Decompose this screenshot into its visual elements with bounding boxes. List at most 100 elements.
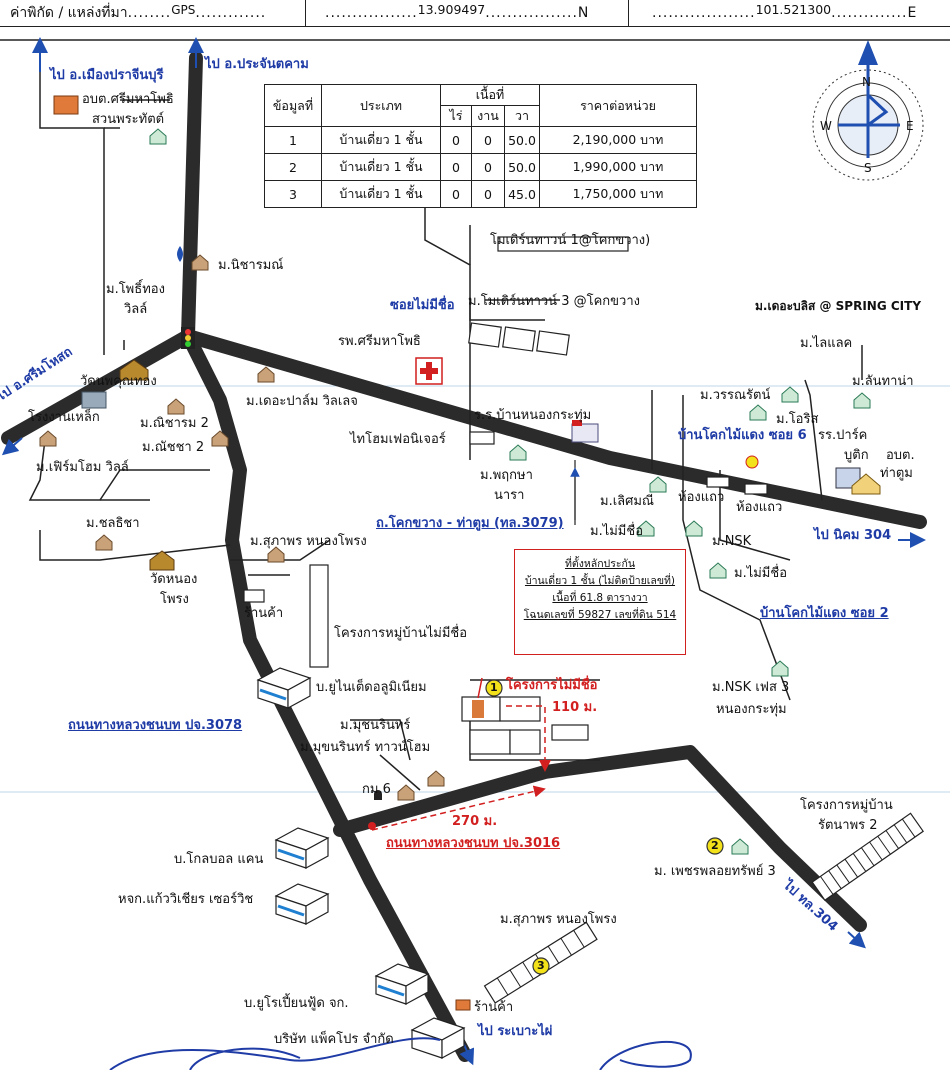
compass-s: S [864, 161, 872, 175]
label-soi2: บ้านโคกไม้แดง ซอย 2 [760, 606, 889, 621]
label-to-prachinburi: ไป อ.เมืองปราจีนบุรี [50, 68, 164, 83]
label-global-can: บ.โกลบอล แคน [174, 852, 264, 867]
fuel-icon [745, 455, 759, 469]
label-nongkrathum: หนองกระทุ่ม [716, 702, 787, 717]
temple-icons [119, 359, 175, 571]
col-header-no: ข้อมูลที่ [264, 84, 322, 127]
collateral-type: บ้านเดี่ยว 1 ชั้น (ไม่ติดป้ายเลขที่) [524, 575, 676, 587]
label-united-aluminium: บ.ยูไนเต็ดอลูมิเนียม [316, 680, 427, 695]
label-shophouse-2: ห้องแถว [736, 500, 783, 515]
col-header-wa: วา [504, 105, 540, 127]
label-sao-srimahaphot: อบต.ศรีมหาโพธิ [82, 92, 174, 107]
rattanaphon-blocks [811, 812, 924, 901]
collateral-plot [472, 700, 484, 718]
compass-e: E [906, 119, 914, 133]
marker-circles [485, 679, 724, 975]
label-shop-1: ร้านค้า [244, 606, 284, 621]
hospital-icon [415, 357, 443, 385]
label-mutchanin-townhome: ม.มุขนรินทร์ ทาวน์โฮม [300, 740, 431, 755]
building-blocks [243, 236, 768, 755]
marker-1: 1 [490, 681, 498, 694]
project-pointer [477, 677, 483, 699]
label-to-rabao: ไป ระเบาะไผ่ [478, 1024, 553, 1039]
label-natcha2: ม.ณัชชา 2 [142, 440, 205, 455]
label-wat-nongphrong-2: โพรง [160, 592, 189, 607]
label-lertsamanee: ม.เลิศมณี [600, 494, 654, 509]
label-phothong-2: วิลล์ [124, 302, 148, 317]
collateral-title: ที่ตั้งหลักประกัน [564, 558, 636, 570]
label-to-nikhom304: ไป นิคม 304 [814, 528, 892, 543]
label-nsk: ม.NSK [712, 534, 752, 549]
label-modern-town3: ม.โมเดิร์นทาวน์ 3 @โคกขวาง [468, 294, 640, 309]
label-unnamed-project-village: โครงการหมู่บ้านไม่มีชื่อ [334, 626, 468, 641]
label-rattanaphon-project-2: รัตนาพร 2 [818, 818, 878, 833]
label-lilac: ม.ไลแลค [800, 336, 853, 351]
col-header-area: เนื้อที่ [440, 84, 540, 106]
distance-lines [371, 705, 551, 831]
collateral-info-box: ที่ตั้งหลักประกัน บ้านเดี่ยว 1 ชั้น (ไม่… [514, 549, 686, 655]
house-icons [39, 254, 445, 801]
signature-scribble [109, 1037, 692, 1070]
col-header-ngan: งาน [471, 105, 505, 127]
label-soi6: บ้านโคกไม้แดง ซอย 6 [678, 428, 807, 443]
label-rural-3016: ถนนทางหลวงชนบท ปจ.3016 [386, 836, 561, 851]
marker-2: 2 [711, 839, 719, 852]
label-oris: ม.โอริส [776, 412, 819, 427]
coordinate-header: ค่าพิกัด / แหล่งที่มา........GPS........… [0, 0, 950, 27]
longitude-value: 101.521300 [755, 2, 832, 17]
compass-n: N [862, 75, 871, 89]
label-modern-town1: โมเดิร์นทาวน์ 1@โคกขวาง) [490, 233, 651, 248]
longitude-dir: E [907, 5, 917, 21]
label-to-prachantakham: ไป อ.ประจันตคาม [205, 57, 309, 72]
factory-icon [81, 391, 107, 409]
label-phruksa: ม.พฤกษา [480, 468, 533, 483]
label-unnamed-project: โครงการไม่มีชื่อ [506, 678, 598, 693]
label-phothong: ม.โพธิ์ทอง [106, 282, 165, 297]
label-the-palm: ม.เดอะปาล์ม วิลเลจ [246, 394, 358, 409]
secondary-roads [28, 60, 863, 791]
label-unnamed-village-1: ม.ไม่มีชื่อ [590, 524, 644, 539]
coordinate-source: GPS [171, 3, 196, 17]
factory-boxes [256, 667, 466, 1060]
table-row: 1 บ้านเดี่ยว 1 ชั้น 0 0 50.0 2,190,000 บ… [264, 126, 697, 154]
label-wat-nongphrong: วัดหนอง [150, 572, 198, 587]
compass-icon [812, 40, 924, 181]
label-khok-khwang-road: ถ.โคกขวาง - ท่าตูม (ทล.3079) [376, 516, 564, 531]
col-header-rai: ไร่ [440, 105, 472, 127]
label-rr-park-2: บูติก [844, 448, 869, 463]
label-shophouse-1: ห้องแถว [678, 490, 725, 505]
label-school: ร.ร.บ้านหนองกระทุ่ม [474, 408, 592, 423]
latitude-dir: N [577, 5, 589, 21]
label-suan-phrathat: สวนพระทัตต์ [92, 112, 165, 127]
label-phetcharaphon: ม. เพชรพลอยทรัพย์ 3 [654, 864, 776, 879]
label-sao-thatum-2: ท่าตูม [880, 466, 913, 481]
label-mutchanin: ม.มุชนรินทร์ [340, 718, 411, 733]
label-sao-thatum: อบต. [886, 448, 915, 463]
compass-w: W [820, 119, 832, 133]
label-rattanaphon-project: โครงการหมู่บ้าน [800, 798, 893, 813]
govt-office-icon [53, 95, 861, 489]
label-wat-pkt: วัดนพคุณทอง [80, 374, 157, 389]
road-3078 [181, 329, 472, 1062]
label-rural-3078: ถนนทางหลวงชนบท ปจ.3078 [68, 718, 243, 733]
label-lantana: ม.ลันทาน่า [852, 374, 914, 389]
milestone-icon [374, 790, 382, 800]
road-north [181, 51, 203, 343]
label-firm-home: ม.เฟิร์มโฮม วิลล์ [36, 460, 129, 475]
col-header-type: ประเภท [321, 84, 441, 127]
label-thai-home: ไทโฮมเฟอนิเจอร์ [350, 432, 446, 447]
table-row: 3 บ้านเดี่ยว 1 ชั้น 0 0 45.0 1,750,000 บ… [264, 180, 697, 208]
label-km6: กม.6 [362, 782, 391, 797]
latitude-value: 13.909497 [417, 2, 486, 17]
shop-icon [455, 999, 471, 1011]
collateral-deed: โฉนดเลขที่ 59827 เลขที่ดิน 514 [523, 609, 677, 621]
road-3016 [333, 745, 867, 932]
school-icon [571, 420, 599, 443]
label-kaew-vichian: หจก.แก้ววิเชียร เซอร์วิช [118, 892, 254, 907]
label-wannarat: ม.วรรณรัตน์ [700, 388, 771, 403]
label-nsk-phase3: ม.NSK เฟส 3 [712, 680, 790, 695]
col-header-price: ราคาต่อหน่วย [539, 84, 697, 127]
distance-110: 110 ม. [552, 700, 598, 715]
